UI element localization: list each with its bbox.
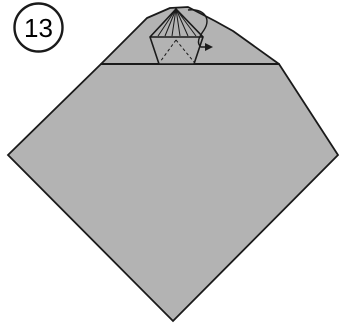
paper-model xyxy=(8,7,338,321)
paper-diamond xyxy=(8,64,338,321)
step-number: 13 xyxy=(24,13,53,43)
step-number-badge: 13 xyxy=(15,4,63,52)
